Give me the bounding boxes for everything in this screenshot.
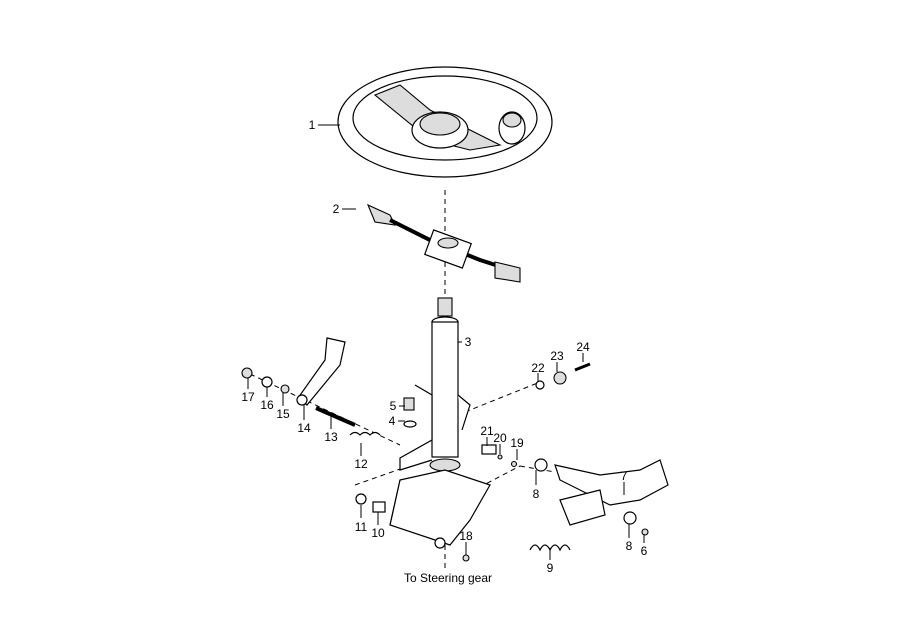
callout-9: 9 [547,561,554,575]
callout-1: 1 [309,118,316,132]
callout-22: 22 [531,361,545,375]
callout-14: 14 [297,421,311,435]
callout-24: 24 [576,340,590,354]
callout-18: 18 [459,529,473,543]
callout-16: 16 [260,398,274,412]
callout-8a: 8 [533,487,540,501]
callout-20: 20 [493,431,507,445]
callout-17: 17 [241,390,255,404]
steering-wheel [337,66,553,178]
axis-pin-8 [519,465,556,473]
caption-to-steering-gear: To Steering gear [404,571,492,585]
callout-12: 12 [354,457,368,471]
callout-19: 19 [510,436,524,450]
callout-11: 11 [355,520,368,534]
steering-column [389,297,491,549]
callout-6: 6 [641,544,648,558]
callout-23: 23 [550,349,564,363]
combination-switch [366,203,521,283]
callout-5: 5 [390,399,397,413]
axis-bolt-24 [464,381,541,413]
callout-3: 3 [465,335,472,349]
callout-10: 10 [371,526,385,540]
callout-8b: 8 [626,539,633,553]
callout-21: 21 [480,424,494,438]
callout-7: 7 [621,469,628,483]
leader-lines [247,124,645,560]
hardware [355,362,649,562]
callout-4: 4 [389,414,396,428]
callout-15: 15 [276,407,290,421]
callout-2: 2 [333,202,340,216]
pedal-7 [529,458,669,552]
pedal-14 [241,337,381,436]
callout-13: 13 [324,430,338,444]
